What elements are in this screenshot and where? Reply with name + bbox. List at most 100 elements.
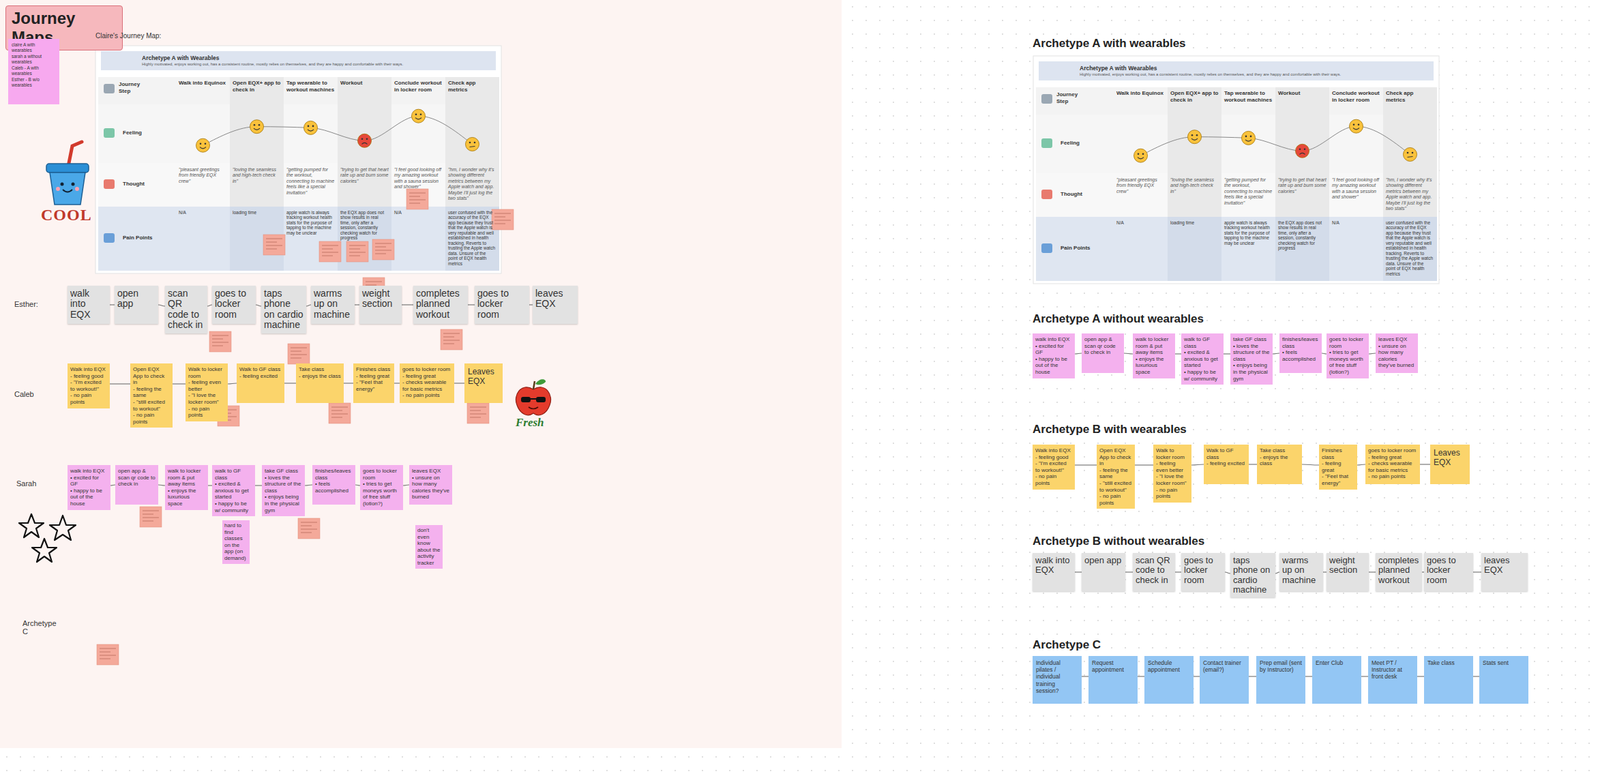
note-heading: warms up on machine	[313, 288, 352, 320]
note-heading: Walk to GF class	[1206, 447, 1247, 461]
note-heading: Stats sent	[1482, 659, 1525, 667]
note-detail: Highly motivated, enjoys working out, ha…	[1079, 72, 1429, 78]
section-heading: Archetype A without wearables	[1032, 312, 1306, 327]
flow-connector	[1074, 464, 1097, 466]
emotion-face	[411, 109, 426, 123]
note-heading: goes to locker room	[402, 366, 452, 374]
flow-connector	[1473, 571, 1482, 573]
flow-connector	[1473, 675, 1480, 677]
flow-connector	[255, 484, 262, 486]
note-heading: goes to locker room	[1368, 447, 1418, 455]
star-doodles	[19, 514, 76, 562]
journey-step-note: walk to locker room & put away items• en…	[165, 465, 209, 511]
emotion-face	[1134, 148, 1148, 163]
note-detail: • enjoys being in the physical gym	[264, 493, 303, 514]
flow-connector	[1123, 353, 1133, 354]
process-step: Schedule appointment	[1144, 656, 1194, 704]
flow-connector	[304, 484, 313, 486]
note-detail: - feeling excited	[239, 373, 282, 380]
journey-step-note: Finishes class- feeling great- "Feel tha…	[1319, 444, 1358, 490]
flow-connector	[1193, 675, 1200, 677]
table-cell: "loving the seamless and high-tech check…	[1170, 177, 1219, 195]
journey-step-note: weight section	[359, 285, 402, 324]
comment-note	[467, 403, 490, 424]
flow-connector	[1248, 675, 1257, 677]
table-header: Walk into Equinox	[178, 79, 228, 87]
table-cell: "hm, I wonder why it's showing different…	[1385, 177, 1435, 212]
journey-step-note: taps phone on cardio machine	[261, 285, 307, 334]
note-detail: - enjoys the class	[298, 373, 342, 380]
flow-connector	[306, 304, 311, 307]
journey-step-note: Walk to GF class- feeling excited	[1203, 444, 1249, 485]
table-cell: loading time	[232, 210, 281, 215]
note-heading: open app & scan qr code to check in	[1084, 336, 1122, 357]
note-heading: weight section	[362, 288, 399, 310]
note-detail: Caleb - A with wearables	[11, 65, 56, 78]
emotion-face	[250, 120, 264, 134]
note-detail: • loves the structure of the class	[1233, 343, 1270, 363]
note-heading: Walk into EQX	[1035, 447, 1073, 455]
section-heading: Archetype B without wearables	[1032, 534, 1306, 549]
emotion-face	[1188, 130, 1202, 144]
journey-step-note: goes to locker room- feeling great- chec…	[1365, 444, 1420, 485]
note-heading: Prep email (sent by Instructor)	[1259, 659, 1302, 674]
flow-connector	[394, 382, 400, 384]
header-band: Archetype A with WearablesHighly motivat…	[100, 51, 496, 71]
comment-note	[406, 188, 429, 210]
table-cell: loading time	[1170, 220, 1219, 226]
note-detail: • excited & anxious to get started	[214, 480, 253, 501]
flow-connector	[1137, 675, 1145, 677]
journey-step-note: Walk into EQX- feeling good- "I'm excite…	[1032, 444, 1075, 490]
note-detail: • excited for GF	[70, 474, 108, 488]
note-heading: open app	[1084, 555, 1123, 566]
note-heading: Enter Club	[1315, 659, 1358, 667]
table-cell: "getting pumped for the workout, connect…	[1224, 177, 1273, 206]
table-header: Tap wearable to workout machines	[1224, 90, 1273, 103]
note-detail: - "still excited to workout"	[1099, 480, 1133, 494]
note-heading: walk to GF class	[214, 467, 253, 481]
journey-step-note: take GF class• loves the structure of th…	[261, 465, 305, 517]
flow-connector	[343, 382, 354, 384]
journey-step-note: goes to locker room	[1424, 553, 1474, 592]
emotion-face	[358, 133, 372, 148]
table-header: Thought	[1060, 190, 1109, 198]
note-detail: - feeling the same	[132, 386, 170, 399]
note-heading: leaves EQX	[535, 288, 575, 310]
note-detail: - "I'm excited to workout!"	[1035, 460, 1073, 474]
section-heading: Archetype A with wearables	[1032, 36, 1306, 51]
journey-step-note: Open EQX App to check in- feeling the sa…	[130, 363, 173, 428]
note-detail: - feeling the same	[1099, 467, 1133, 481]
note-heading: scan QR code to check in	[1135, 555, 1173, 586]
note-heading: Walk to locker room	[1156, 447, 1189, 461]
journey-step-note: goes to locker room	[474, 285, 530, 324]
note-heading: Meet PT / Instructor at front desk	[1371, 659, 1414, 681]
flow-connector	[1368, 571, 1376, 573]
note-heading: goes to locker room	[477, 288, 527, 320]
table-header: Walk into Equinox	[1116, 90, 1165, 97]
note-heading: walk to locker room & put away items	[1135, 336, 1173, 357]
pain-note: hard to find classes on the app (on dema…	[222, 520, 250, 565]
note-heading: leaves EQX	[411, 467, 450, 475]
journey-step-note: Leaves EQX	[464, 363, 503, 404]
table-cell: the EQX app does not show results in rea…	[340, 210, 389, 241]
flow-connector	[1175, 353, 1182, 354]
note-detail: - "I love the locker room"	[188, 392, 226, 406]
table-header: Feeling	[1060, 139, 1109, 147]
note-heading: Request appointment	[1091, 659, 1135, 674]
sticker-text: Fresh	[515, 416, 564, 430]
note-heading: goes to locker room	[362, 467, 401, 481]
emotion-face	[1295, 143, 1310, 158]
note-detail: - no pain points	[1099, 493, 1133, 507]
comment-note	[139, 506, 162, 528]
journey-step-note: open app & scan qr code to check in	[115, 465, 159, 505]
note-heading: claire A with wearables	[11, 42, 56, 54]
note-detail: Esther - B w/o wearables	[11, 77, 56, 89]
note-heading: walk into EQX	[70, 467, 108, 475]
journey-step-note: finishes/leaves class• feels accomplishe…	[312, 465, 356, 505]
note-heading: warms up on machine	[1282, 555, 1321, 586]
note-heading: leaves EQX	[1484, 555, 1525, 576]
table-cell: "getting pumped for the workout, connect…	[286, 167, 335, 196]
comment-note	[372, 239, 395, 260]
note-heading: Walk into EQX	[70, 366, 108, 374]
flow-connector	[1175, 571, 1182, 573]
